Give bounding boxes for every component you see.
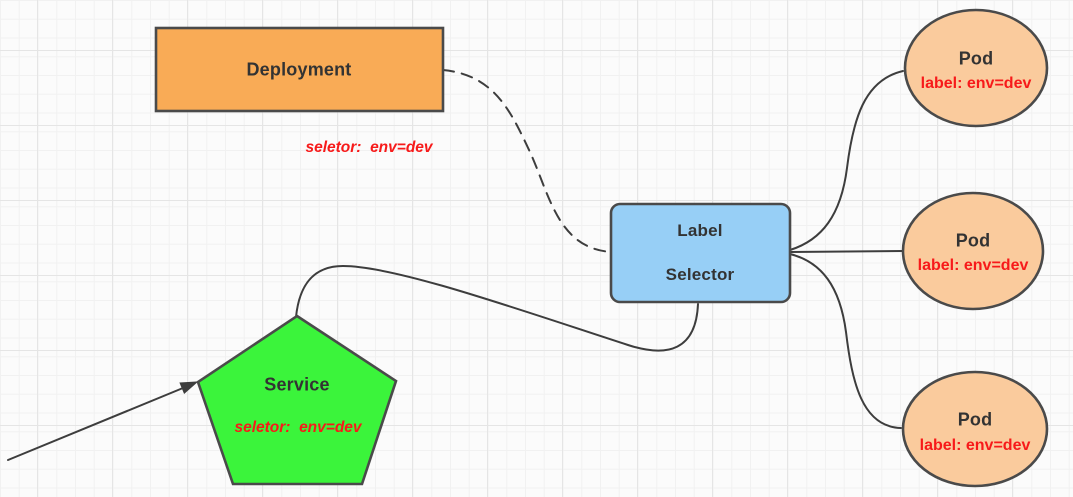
pod-bottom-annotation: label: env=dev (919, 437, 1031, 454)
pod-node-middle[interactable] (901, 191, 1045, 311)
service-node[interactable] (196, 314, 398, 486)
pod-top-label: Pod (958, 48, 994, 69)
selector-to-pod-bottom-edge[interactable] (789, 253, 902, 429)
pod-middle-annotation: label: env=dev (917, 257, 1029, 274)
service-label: Service (264, 374, 330, 395)
label-selector-node[interactable] (609, 202, 792, 304)
service-to-selector-edge[interactable] (295, 264, 699, 352)
pod-node-top[interactable] (903, 8, 1049, 128)
selector-to-pod-middle-edge[interactable] (789, 250, 904, 253)
deployment-to-selector-edge[interactable] (442, 69, 612, 253)
selector-to-pod-top-edge[interactable] (789, 70, 904, 251)
label-selector-label-line1: Label (677, 221, 723, 240)
deployment-label: Deployment (246, 59, 352, 80)
pod-top-annotation: label: env=dev (920, 75, 1032, 92)
pod-node-bottom[interactable] (901, 370, 1049, 488)
incoming-arrow[interactable] (7, 381, 199, 461)
arrow-shaft[interactable] (7, 387, 184, 461)
label-selector-label-line2: Selector (665, 265, 735, 284)
deployment-selector-annotation: seletor: env=dev (305, 139, 433, 156)
arrow-head-icon (179, 381, 199, 395)
pod-middle-label: Pod (955, 230, 991, 251)
pod-bottom-label: Pod (957, 409, 993, 430)
deployment-node[interactable] (154, 26, 445, 113)
service-selector-annotation: seletor: env=dev (234, 419, 362, 436)
